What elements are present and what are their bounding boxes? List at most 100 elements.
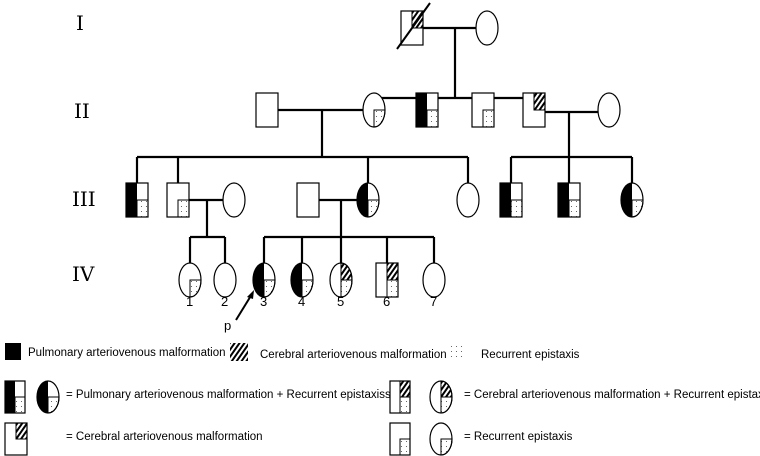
- legend-cavm-label: Cerebral arteriovenous malformation: [260, 349, 447, 361]
- circle-symbol: [457, 183, 479, 217]
- circle-outline: [290, 262, 314, 298]
- circle-outline: [456, 182, 480, 218]
- circle-symbol: [476, 11, 498, 45]
- legend-pavm-label: Pulmonary arteriovenous malformation: [28, 347, 226, 359]
- individual-IV-5: [329, 262, 353, 298]
- legend-symbol-female-pavm-epistaxis: [36, 380, 60, 414]
- individual-II-2: [415, 92, 439, 128]
- individual-IV-2: [213, 262, 237, 298]
- individual-number: 1: [186, 294, 193, 309]
- circle-outline: [213, 262, 237, 298]
- individual-III-sp2: [296, 182, 320, 218]
- individual-III-sp1: [222, 182, 246, 218]
- square-outline: [4, 422, 28, 456]
- square-outline: [499, 182, 523, 218]
- individual-III-4: [456, 182, 480, 218]
- epistaxis-fill: [426, 109, 439, 128]
- circle-symbol: [598, 93, 620, 127]
- legend-epistaxis-only-label: = Recurrent epistaxis: [464, 431, 573, 443]
- pavm-fill: [500, 183, 511, 217]
- cavm-fill: [533, 92, 546, 111]
- square-outline: [471, 92, 495, 128]
- proband-arrowhead: [247, 290, 254, 299]
- circle-outline: [422, 262, 446, 298]
- square-outline: [296, 182, 320, 218]
- epistaxis-fill: [510, 199, 523, 218]
- individual-I-2: [475, 10, 499, 46]
- individual-number: 4: [298, 294, 305, 309]
- circle-outline: [222, 182, 246, 218]
- proband-arrow: [235, 293, 253, 321]
- legend-symbol-male-cavm-epistaxis: [389, 380, 411, 414]
- deceased-slash: [396, 2, 431, 50]
- individual-number: 3: [260, 294, 267, 309]
- proband-label: p: [224, 318, 231, 333]
- generation-label-I: I: [76, 11, 84, 35]
- cavm-fill: [399, 380, 411, 398]
- legend-cavm-only-label: = Cerebral arteriovenous malformation: [66, 431, 263, 443]
- individual-III-5: [499, 182, 523, 218]
- legend-symbol-male-epistaxis: [389, 422, 411, 456]
- legend-symbol-female-cavm-epistaxis: [429, 380, 453, 414]
- cavm-fill: [15, 422, 28, 440]
- circle-outline: [329, 262, 353, 298]
- circle-outline: [252, 262, 276, 298]
- circle-outline: [620, 182, 644, 218]
- epistaxis-fill: [568, 199, 581, 218]
- legend-symbol-male-pavm-epistaxis: [4, 380, 26, 414]
- individual-number: 7: [430, 294, 437, 309]
- legend-cavm-epistaxis-label: = Cerebral arteriovenous malformation + …: [464, 389, 760, 401]
- square-symbol: [297, 183, 319, 217]
- individual-III-6: [557, 182, 581, 218]
- circle-symbol: [423, 263, 445, 297]
- square-outline: [557, 182, 581, 218]
- pavm-fill: [5, 381, 15, 413]
- individual-II-1: [362, 92, 386, 128]
- circle-outline: [597, 92, 621, 128]
- epistaxis-fill: [482, 109, 495, 128]
- circle-outline: [362, 92, 386, 128]
- pavm-fill: [253, 263, 264, 297]
- individual-II-sp2: [597, 92, 621, 128]
- circle-outline: [36, 380, 60, 414]
- individual-III-2: [166, 182, 190, 218]
- individual-number: 6: [383, 294, 390, 309]
- square-outline: [522, 92, 546, 128]
- individual-III-3: [356, 182, 380, 218]
- square-outline: [375, 262, 399, 298]
- legend: Pulmonary arteriovenous malformation Cer…: [4, 343, 760, 456]
- legend-epistaxis-label: Recurrent epistaxis: [481, 349, 580, 361]
- epistaxis-fill: [14, 396, 26, 414]
- individual-III-1: [125, 182, 149, 218]
- square-symbol: [256, 93, 278, 127]
- square-outline: [125, 182, 149, 218]
- pavm-fill: [416, 93, 427, 127]
- epistaxis-fill: [136, 199, 149, 218]
- pavm-fill: [558, 183, 569, 217]
- epistaxis-fill: [399, 396, 411, 414]
- square-outline: [389, 422, 411, 456]
- circle-outline: [429, 422, 453, 456]
- circle-outline: [356, 182, 380, 218]
- pavm-fill: [621, 183, 632, 217]
- pavm-swatch: [5, 343, 21, 360]
- individual-II-4: [522, 92, 546, 128]
- individual-II-sp1: [255, 92, 279, 128]
- cavm-swatch: [230, 343, 248, 361]
- individual-III-7: [620, 182, 644, 218]
- legend-pavm-epistaxis-label: = Pulmonary arteriovenous malformation +…: [66, 389, 391, 401]
- square-outline: [400, 10, 424, 46]
- individual-number: 2: [221, 294, 228, 309]
- individual-IV-6: [375, 262, 399, 298]
- epistaxis-fill: [399, 438, 411, 456]
- individual-IV-3: [252, 262, 276, 298]
- generation-label-IV: IV: [72, 262, 95, 286]
- circle-outline: [475, 10, 499, 46]
- circle-symbol: [223, 183, 245, 217]
- pavm-fill: [126, 183, 137, 217]
- square-outline: [389, 380, 411, 414]
- legend-symbol-female-epistaxis: [429, 422, 453, 456]
- circle-outline: [429, 380, 453, 414]
